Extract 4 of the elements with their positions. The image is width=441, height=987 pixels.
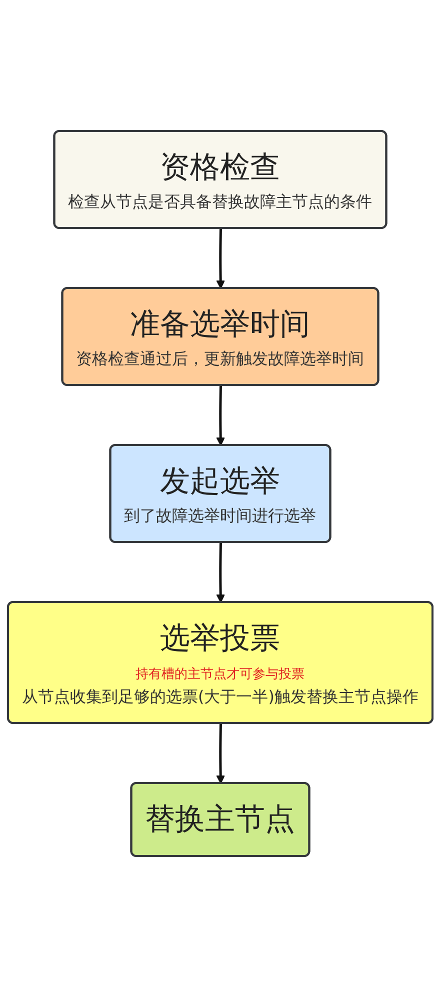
arrow bbox=[216, 228, 226, 289]
arrow bbox=[216, 385, 226, 446]
arrow bbox=[216, 723, 226, 784]
arrow bbox=[216, 542, 226, 603]
